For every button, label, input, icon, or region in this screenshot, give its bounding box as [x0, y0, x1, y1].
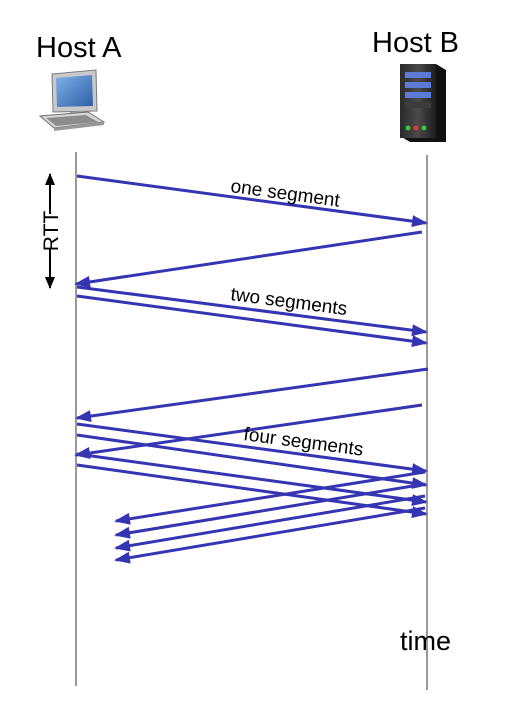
- host-a-label: Host A: [36, 32, 122, 64]
- ack-arrow: [114, 482, 426, 539]
- data-arrow: [76, 463, 428, 518]
- one-segment-label: one segment: [229, 176, 341, 212]
- ack-arrow: [74, 403, 423, 459]
- rtt-label: RTT: [40, 211, 63, 252]
- data-arrow: [76, 422, 428, 476]
- ack-arrow: [74, 230, 423, 288]
- ack-arrow: [114, 470, 426, 525]
- host-b-label: Host B: [372, 27, 459, 59]
- data-arrow: [76, 294, 428, 348]
- data-arrow: [76, 174, 428, 228]
- data-arrow: [76, 285, 428, 337]
- rtt-indicator: RTT: [40, 173, 63, 289]
- ack-arrow: [114, 494, 426, 552]
- ack-arrow: [75, 367, 429, 423]
- desktop-computer-icon: [38, 69, 106, 131]
- data-arrow: [76, 433, 428, 489]
- ack-arrow: [114, 506, 426, 564]
- server-tower-icon: [400, 64, 446, 142]
- time-label: time: [400, 626, 451, 656]
